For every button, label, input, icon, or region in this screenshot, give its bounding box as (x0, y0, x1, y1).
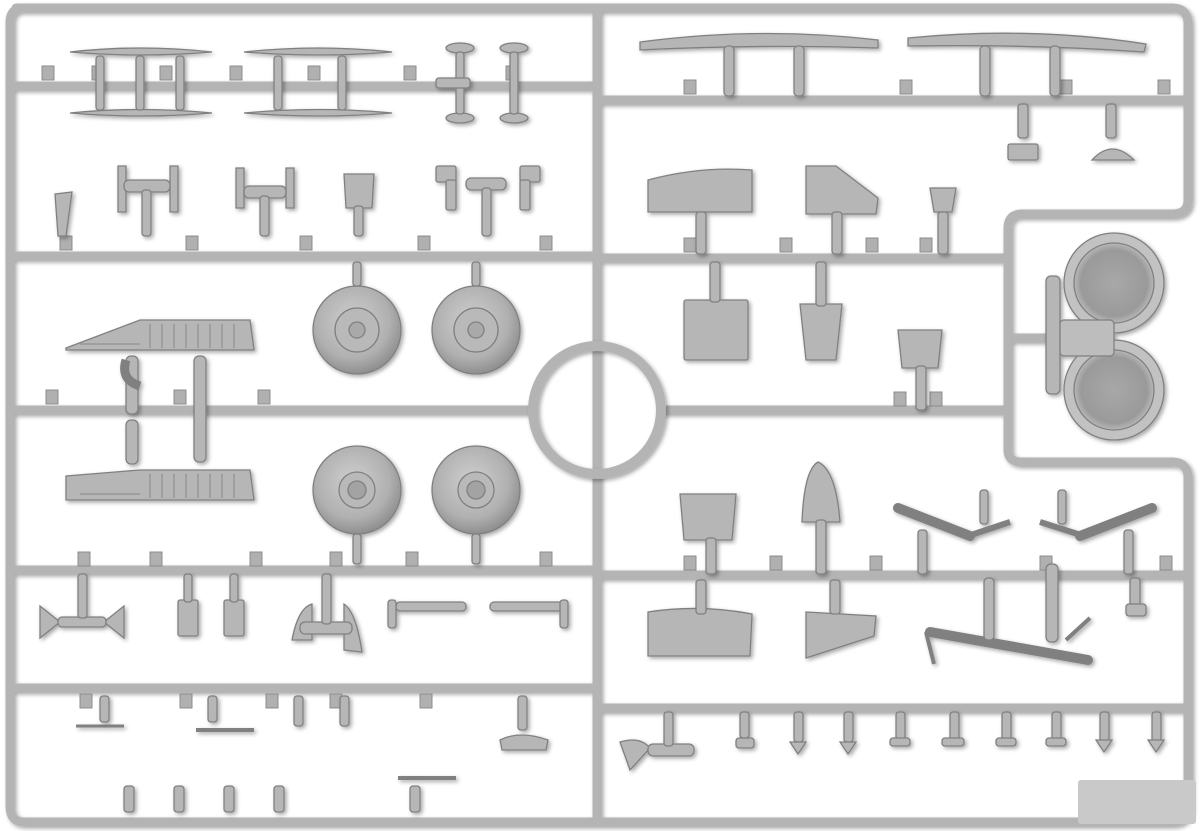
small-parts-bottom-row (76, 695, 549, 813)
panel-parts-right (647, 165, 957, 411)
wheel-parts (312, 261, 521, 565)
grille-parts (65, 319, 255, 501)
grille-slots (80, 324, 235, 498)
small-parts-bottom-right (619, 711, 1166, 772)
sprue-stamp (1078, 780, 1196, 824)
lower-right-parts (647, 563, 1147, 665)
sprue-parts (39, 32, 1166, 813)
sprue-ring (528, 341, 666, 479)
top-right-aero-parts (639, 32, 1147, 161)
blade-parts-row (69, 42, 529, 124)
gate-stubs (41, 65, 1173, 709)
sprue-frame (5, 3, 1193, 827)
linkage-parts-right (679, 461, 1157, 575)
small-parts-lower-left (39, 573, 569, 653)
exhaust-nozzles (1045, 232, 1165, 441)
gear-strut-parts (54, 165, 541, 237)
